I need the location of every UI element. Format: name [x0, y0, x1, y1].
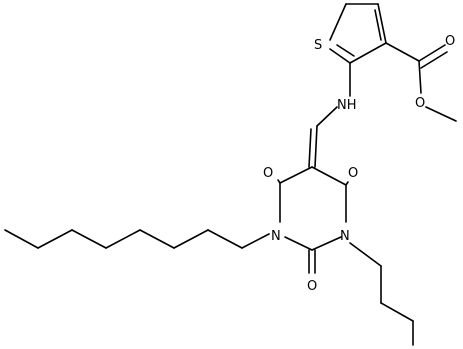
- barbiturate-ring: [277, 166, 349, 274]
- c2-carbonyl-oxygen-label: O: [307, 279, 317, 294]
- ester-carbonyl-oxygen-label: O: [445, 34, 455, 49]
- n1-atom-label: N: [271, 229, 281, 244]
- c4-carbonyl-oxygen-label: O: [263, 166, 273, 181]
- aminomethylene-linker: [308, 62, 351, 168]
- c6-carbonyl-oxygen-label: O: [348, 166, 358, 181]
- methyl-ester-group: [385, 42, 457, 122]
- octyl-chain: [4, 229, 270, 249]
- ester-ether-oxygen-label: O: [415, 96, 425, 111]
- butyl-chain: [349, 242, 414, 346]
- n3-atom-label: N: [340, 229, 350, 244]
- amine-nh-label: NH: [337, 98, 357, 113]
- sulfur-atom-label: S: [314, 38, 322, 53]
- thiophene-ring: [329, 3, 387, 64]
